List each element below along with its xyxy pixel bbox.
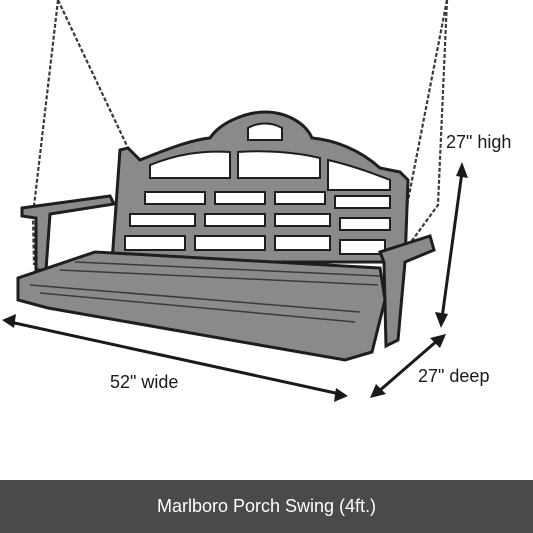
depth-arrow bbox=[370, 334, 446, 398]
height-label: 27" high bbox=[446, 132, 512, 152]
product-caption: Marlboro Porch Swing (4ft.) bbox=[156, 496, 377, 516]
depth-label: 27" deep bbox=[418, 366, 490, 386]
height-arrow bbox=[435, 162, 468, 328]
swing-seat bbox=[16, 250, 387, 362]
dimension-arrows bbox=[2, 162, 468, 402]
caption-bar: Marlboro Porch Swing (4ft.) bbox=[0, 480, 533, 533]
width-arrow bbox=[2, 314, 348, 402]
chain-left-back bbox=[57, 0, 129, 149]
swing-backrest bbox=[110, 110, 410, 264]
width-label: 52" wide bbox=[110, 372, 179, 392]
right-arm bbox=[378, 234, 436, 349]
